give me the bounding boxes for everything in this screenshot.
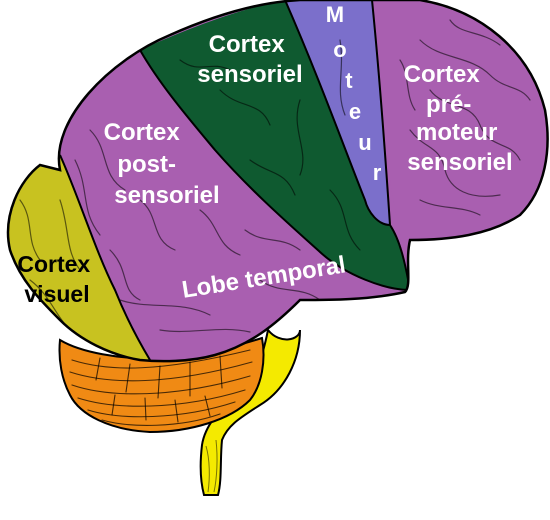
premotor-cortex-region: [372, 0, 550, 400]
